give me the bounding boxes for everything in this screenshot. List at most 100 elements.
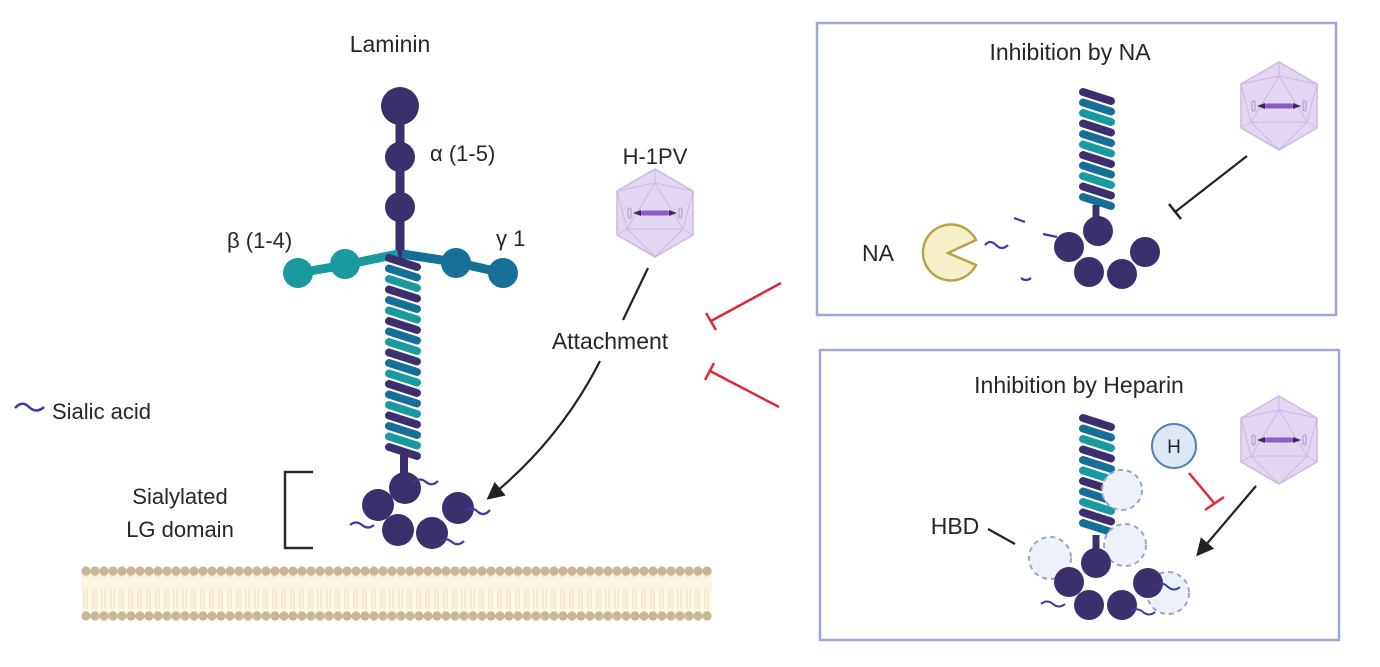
lipid-head bbox=[504, 611, 514, 621]
heparin-symbol: H bbox=[1167, 437, 1181, 458]
helix-strand bbox=[1079, 172, 1115, 189]
lipid-head bbox=[81, 611, 91, 621]
helix-strand bbox=[1079, 508, 1115, 526]
helix-strand bbox=[1079, 109, 1115, 126]
helix-strand bbox=[385, 285, 421, 303]
lipid-head bbox=[639, 566, 649, 576]
lipid-head bbox=[117, 566, 127, 576]
lipid-head bbox=[351, 611, 361, 621]
lipid-head bbox=[459, 611, 469, 621]
helix-strand bbox=[1079, 456, 1115, 473]
lipid-head bbox=[297, 566, 307, 576]
lipid-head bbox=[531, 566, 541, 576]
helix-strand bbox=[385, 348, 421, 366]
helix-strand bbox=[1079, 88, 1115, 105]
lipid-head bbox=[630, 611, 640, 621]
attachment-arrow bbox=[486, 360, 601, 500]
lipid-head bbox=[225, 566, 235, 576]
lipid-head bbox=[657, 611, 667, 621]
lipid-head bbox=[144, 611, 154, 621]
lipid-head bbox=[378, 611, 388, 621]
panel-heparin-title: Inhibition by Heparin bbox=[974, 372, 1184, 398]
lipid-head bbox=[315, 611, 325, 621]
lipid-head bbox=[243, 611, 253, 621]
virus-blocked-line-na bbox=[1168, 155, 1248, 220]
lipid-head bbox=[180, 566, 190, 576]
helix-strand bbox=[385, 296, 421, 313]
lipid-head bbox=[279, 566, 289, 576]
lipid-head bbox=[576, 566, 586, 576]
lipid-head bbox=[270, 566, 280, 576]
helix-strand bbox=[1079, 193, 1115, 210]
virus-binding-arrow-heparin bbox=[1196, 485, 1257, 557]
lipid-head bbox=[243, 566, 253, 576]
lipid-head bbox=[486, 611, 496, 621]
lipid-head bbox=[234, 566, 244, 576]
lipid-head bbox=[414, 566, 424, 576]
lipid-head bbox=[585, 566, 595, 576]
helix-strand bbox=[1079, 498, 1115, 515]
lipid-head bbox=[153, 611, 163, 621]
coiled-coil bbox=[385, 254, 421, 460]
helix-strand bbox=[385, 275, 421, 292]
lipid-head bbox=[612, 566, 622, 576]
lipid-head bbox=[99, 611, 109, 621]
lipid-head bbox=[324, 611, 334, 621]
helix-strand bbox=[385, 422, 421, 439]
lipid-head bbox=[288, 566, 298, 576]
helix-strand bbox=[385, 338, 421, 355]
lipid-head bbox=[162, 611, 172, 621]
helix-strand bbox=[385, 254, 421, 271]
lipid-head bbox=[648, 566, 658, 576]
lipid-head bbox=[675, 611, 685, 621]
inhibition-arrow-heparin bbox=[703, 362, 780, 409]
lipid-head bbox=[171, 566, 181, 576]
gamma-chain bbox=[401, 248, 518, 288]
panel-inhibition-heparin: Inhibition by Heparin HBD H bbox=[818, 348, 1341, 642]
lipid-head bbox=[207, 566, 217, 576]
lipid-head bbox=[594, 611, 604, 621]
helix-strand bbox=[385, 317, 421, 334]
lipid-head bbox=[450, 611, 460, 621]
lg-domain-desialylated bbox=[1054, 216, 1160, 289]
lipid-head bbox=[396, 611, 406, 621]
lipid-head bbox=[657, 566, 667, 576]
beta-chain bbox=[283, 249, 399, 288]
lg-domain-label-line1: Sialylated bbox=[132, 484, 227, 509]
helix-strand bbox=[385, 432, 421, 450]
lipid-head bbox=[666, 611, 676, 621]
lipid-head bbox=[342, 611, 352, 621]
lipid-head bbox=[522, 566, 532, 576]
cell-membrane bbox=[81, 566, 712, 621]
helix-strand bbox=[1079, 445, 1115, 463]
lipid-head bbox=[639, 611, 649, 621]
lipid-head bbox=[666, 566, 676, 576]
lipid-head bbox=[324, 566, 334, 576]
helix-strand bbox=[1079, 414, 1115, 431]
lipid-head bbox=[585, 611, 595, 621]
lipid-head bbox=[342, 566, 352, 576]
lipid-head bbox=[369, 611, 379, 621]
coiled-coil-na bbox=[1079, 88, 1115, 210]
heparin-binding-domains bbox=[1028, 469, 1190, 615]
helix-strand bbox=[1079, 130, 1115, 147]
lipid-head bbox=[423, 611, 433, 621]
lipid-head bbox=[369, 566, 379, 576]
lipid-head bbox=[207, 611, 217, 621]
panel-na-title: Inhibition by NA bbox=[989, 39, 1151, 65]
lipid-head bbox=[486, 566, 496, 576]
sialic-acid-legend-label: Sialic acid bbox=[52, 399, 151, 424]
lg-domain-label-line2: LG domain bbox=[126, 517, 234, 542]
lipid-head bbox=[198, 566, 208, 576]
lipid-head bbox=[414, 611, 424, 621]
lipid-head bbox=[234, 611, 244, 621]
lipid-head bbox=[558, 566, 568, 576]
virus-to-attachment-line bbox=[622, 267, 649, 321]
lipid-head bbox=[684, 566, 694, 576]
lipid-head bbox=[189, 611, 199, 621]
lipid-head bbox=[306, 611, 316, 621]
lipid-head bbox=[396, 566, 406, 576]
lipid-head bbox=[81, 566, 91, 576]
lipid-head bbox=[108, 566, 118, 576]
lipid-head bbox=[540, 566, 550, 576]
